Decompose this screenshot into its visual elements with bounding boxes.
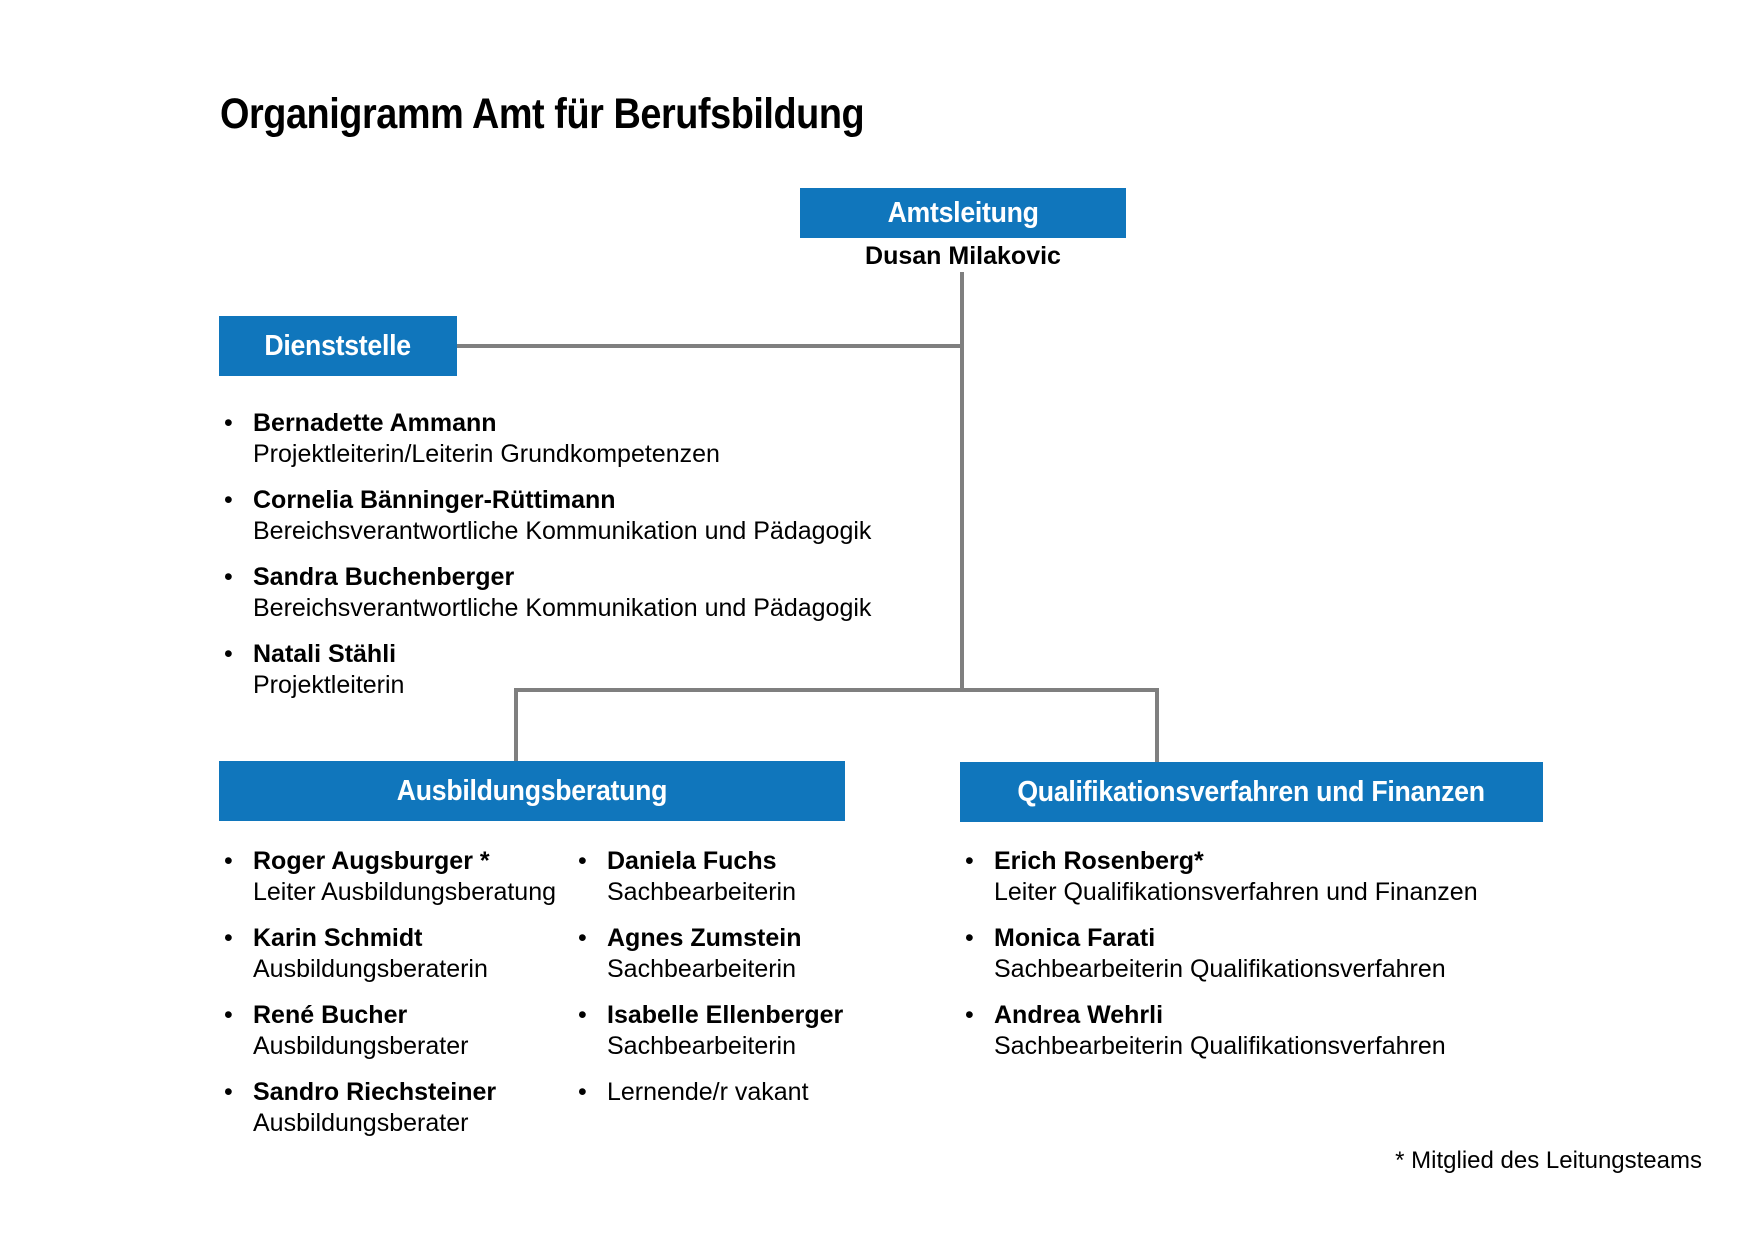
member-role: Sachbearbeiterin — [607, 955, 797, 983]
connector-dienststelle-horizontal — [457, 344, 964, 348]
bullet-icon: • — [578, 1001, 587, 1029]
qualifikationsverfahren-member-list: • Erich Rosenberg* Leiter Qualifikationsve… — [960, 846, 1580, 1077]
member-role: Ausbildungsberater — [253, 1109, 469, 1137]
qualifikationsverfahren-label: Qualifikationsverfahren und Finanzen — [1017, 775, 1486, 808]
bullet-icon: • — [578, 924, 587, 952]
bullet-icon: • — [224, 563, 233, 591]
member-item: • Lernende/r vakant — [573, 1077, 903, 1108]
member-name: Daniela Fuchs — [607, 847, 777, 875]
member-name: Cornelia Bänninger-Rüttimann — [253, 486, 616, 514]
member-name: Erich Rosenberg* — [994, 847, 1204, 875]
member-text: Roger Augsburger * Leiter Ausbildungsbera… — [253, 846, 569, 908]
bullet-icon: • — [578, 1078, 587, 1106]
amtsleitung-label: Amtsleitung — [887, 196, 1039, 229]
connector-ausbildung-drop — [514, 688, 518, 761]
member-text: Lernende/r vakant — [607, 1077, 903, 1108]
connector-branch-horizontal — [514, 688, 1159, 692]
member-role: Ausbildungsberater — [253, 1032, 469, 1060]
member-name: Agnes Zumstein — [607, 924, 802, 952]
connector-amtsleitung-vertical — [960, 272, 964, 692]
member-role: Sachbearbeiterin Qualifikationsverfahren — [994, 955, 1446, 983]
org-box-ausbildungsberatung: Ausbildungsberatung — [219, 761, 845, 821]
connector-qualifikation-drop — [1155, 688, 1159, 762]
ausbildungsberatung-member-list-left: • Roger Augsburger * Leiter Ausbildungsber… — [219, 846, 569, 1154]
member-role: Ausbildungsberaterin — [253, 955, 488, 983]
member-name: Monica Farati — [994, 924, 1156, 952]
bullet-icon: • — [965, 847, 974, 875]
bullet-icon: • — [224, 847, 233, 875]
member-role: Projektleiterin/Leiterin Grundkompetenze… — [253, 440, 720, 468]
org-box-dienststelle: Dienststelle — [219, 316, 457, 376]
amtsleitung-person: Dusan Milakovic — [865, 242, 1061, 270]
member-role: Projektleiterin — [253, 671, 405, 699]
member-role: Leiter Ausbildungsberatung — [253, 878, 557, 906]
member-text: Erich Rosenberg* Leiter Qualifikationsver… — [994, 846, 1580, 908]
member-name: Roger Augsburger * — [253, 847, 490, 875]
bullet-icon: • — [578, 847, 587, 875]
member-role: Bereichsverantwortliche Kommunikation un… — [253, 594, 872, 622]
member-role: Leiter Qualifikationsverfahren und Finan… — [994, 878, 1478, 906]
member-name: Natali Stähli — [253, 640, 397, 668]
member-item: • Erich Rosenberg* Leiter Qualifikationsve… — [960, 846, 1580, 908]
bullet-icon: • — [224, 1078, 233, 1106]
footnote: * Mitglied des Leitungsteams — [1395, 1147, 1702, 1174]
ausbildungsberatung-label: Ausbildungsberatung — [396, 774, 668, 807]
member-name: Andrea Wehrli — [994, 1001, 1164, 1029]
member-name: Sandra Buchenberger — [253, 563, 515, 591]
member-name: René Bucher — [253, 1001, 408, 1029]
org-box-qualifikationsverfahren: Qualifikationsverfahren und Finanzen — [960, 762, 1543, 822]
member-role: Sachbearbeiterin Qualifikationsverfahren — [994, 1032, 1446, 1060]
member-name: Sandro Riechsteiner — [253, 1078, 497, 1106]
member-name: Isabelle Ellenberger — [607, 1001, 844, 1029]
member-name: Karin Schmidt — [253, 924, 423, 952]
bullet-icon: • — [224, 640, 233, 668]
member-role: Bereichsverantwortliche Kommunikation un… — [253, 517, 872, 545]
bullet-icon: • — [224, 924, 233, 952]
member-name: Lernende/r vakant — [607, 1078, 809, 1106]
bullet-icon: • — [224, 1001, 233, 1029]
page-title: Organigramm Amt für Berufsbildung — [220, 89, 865, 138]
dienststelle-label: Dienststelle — [264, 329, 412, 362]
bullet-icon: • — [965, 1001, 974, 1029]
bullet-icon: • — [224, 486, 233, 514]
member-role: Sachbearbeiterin — [607, 1032, 797, 1060]
member-name: Bernadette Ammann — [253, 409, 497, 437]
bullet-icon: • — [224, 409, 233, 437]
member-role: Sachbearbeiterin — [607, 878, 797, 906]
org-box-amtsleitung: Amtsleitung — [800, 188, 1126, 238]
bullet-icon: • — [965, 924, 974, 952]
member-item: • Roger Augsburger * Leiter Ausbildungsber… — [219, 846, 569, 908]
